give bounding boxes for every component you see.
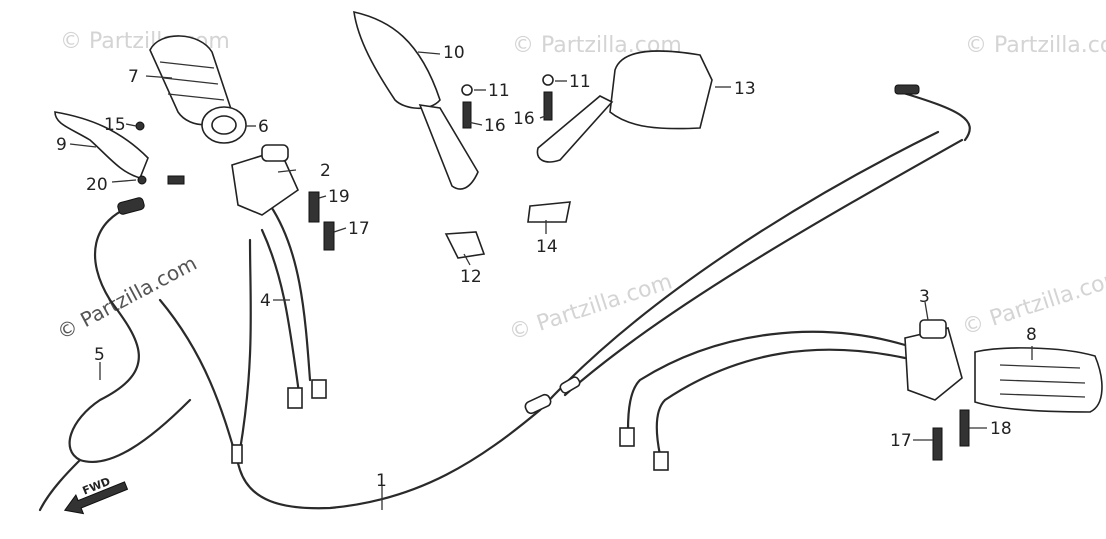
- callout-4: 4: [260, 291, 271, 311]
- callout-6: 6: [258, 117, 269, 137]
- fwd-arrow: FWD: [63, 475, 129, 515]
- part-12-cover: [444, 231, 486, 259]
- callout-17b: 17: [890, 431, 912, 451]
- callout-18: 18: [990, 419, 1012, 439]
- part-10-left-mirror: [353, 10, 479, 190]
- part-9-clutch-lever: [54, 111, 149, 185]
- callout-11b: 11: [569, 72, 591, 92]
- callout-12: 12: [460, 267, 482, 287]
- callout-1: 1: [376, 471, 387, 491]
- callout-numbers: 1 2 3 4 5 6 7 8 9 10 11 11 12 13 14 15 1…: [56, 43, 1037, 491]
- watermark: © Partzilla.com: [965, 33, 1106, 58]
- callout-16a: 16: [484, 116, 506, 136]
- part-1-throttle-cable: [158, 84, 971, 510]
- callout-9: 9: [56, 135, 67, 155]
- part-7-left-grip: [149, 35, 233, 126]
- callout-17a: 17: [348, 219, 370, 239]
- callout-20: 20: [86, 175, 108, 195]
- screws-17-18-right: [932, 409, 970, 461]
- callout-14: 14: [536, 237, 558, 257]
- part-6-dimmer: [201, 106, 247, 144]
- bolts-11-16: [461, 74, 554, 129]
- part-5-clutch-cable: [38, 175, 192, 512]
- callout-8: 8: [1026, 325, 1037, 345]
- part-3-right-switch: [904, 319, 963, 401]
- callout-10: 10: [443, 43, 465, 63]
- screws-17-19-left: [308, 191, 335, 251]
- part-13-right-mirror: [536, 50, 713, 163]
- callout-15: 15: [104, 115, 126, 135]
- part-14-cover: [527, 201, 571, 223]
- right-switch-wiring: [619, 330, 907, 471]
- watermark: © Partzilla.com: [506, 269, 675, 345]
- callout-2: 2: [320, 161, 331, 181]
- callout-5: 5: [94, 345, 105, 365]
- leader-lines: [69, 51, 1033, 510]
- watermark: © Partzilla.com: [53, 251, 201, 345]
- callout-7: 7: [128, 67, 139, 87]
- part-4-wire-harness: [231, 203, 327, 464]
- callout-3: 3: [919, 287, 930, 307]
- callout-16b: 16: [513, 109, 535, 129]
- callout-19: 19: [328, 187, 350, 207]
- part-8-throttle-grip: [974, 347, 1103, 413]
- part-2-left-switch: [231, 144, 300, 216]
- callout-13: 13: [734, 79, 756, 99]
- callout-11a: 11: [488, 81, 510, 101]
